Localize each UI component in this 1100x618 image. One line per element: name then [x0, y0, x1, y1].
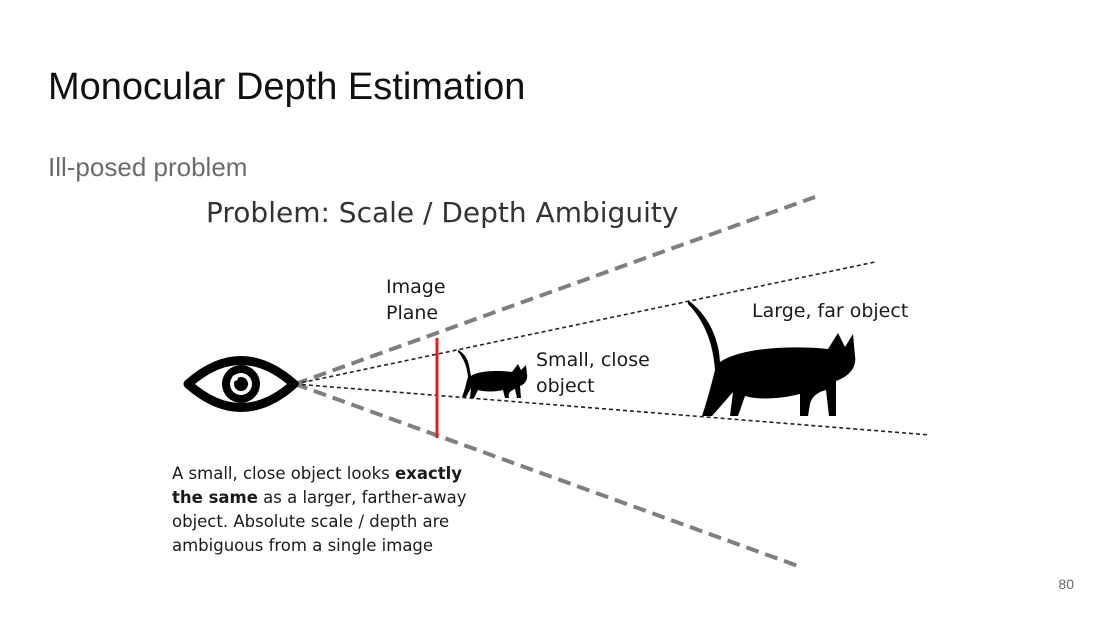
eye-icon: [183, 356, 299, 412]
slide-subtitle: Ill-posed problem: [48, 152, 248, 182]
large-object-label: Large, far object: [752, 300, 909, 322]
large-cat-silhouette: [688, 300, 856, 416]
small-cat-silhouette: [458, 350, 528, 398]
caption-bold2: the same: [172, 488, 258, 507]
figure-caption: A small, close object looks exactly the …: [172, 462, 472, 558]
small-object-label-line2: object: [536, 375, 595, 397]
image-plane-label: Image Plane: [386, 274, 446, 326]
caption-part1: A small, close object looks: [172, 464, 395, 483]
caption-bold1: exactly: [394, 464, 463, 483]
figure-title: Problem: Scale / Depth Ambiguity: [206, 196, 679, 229]
fov-lower-line: [294, 382, 799, 568]
small-object-label-line1: Small, close: [536, 349, 650, 371]
slide-title: Monocular Depth Estimation: [48, 66, 526, 108]
image-plane-label-line2: Plane: [386, 302, 439, 324]
ray-lower-line: [294, 383, 931, 436]
image-plane-label-line1: Image: [386, 276, 446, 298]
small-object-label: Small, close object: [536, 347, 650, 399]
ray-upper-line: [294, 261, 876, 385]
caption-part2: as a larger, farther-away object. Absolu…: [172, 488, 467, 555]
page-number: 80: [1058, 576, 1074, 592]
fov-upper-line: [294, 195, 816, 386]
